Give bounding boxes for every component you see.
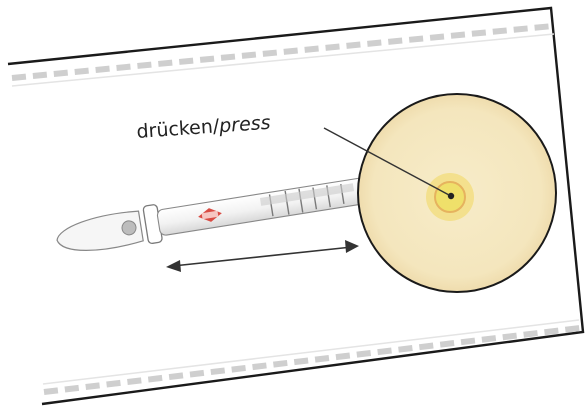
press-point-dot <box>448 193 454 199</box>
disc-plate <box>358 94 556 292</box>
press-label-translation: press <box>217 112 271 138</box>
